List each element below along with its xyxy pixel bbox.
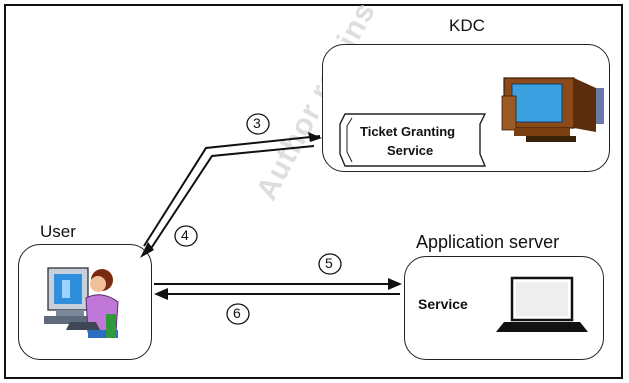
user-title: User: [40, 222, 76, 241]
ticket-granting-service-box: [339, 113, 487, 167]
tgs-label-line1: Ticket Granting: [360, 124, 456, 139]
step-6-label: 6: [233, 305, 241, 321]
user-at-computer-icon: [44, 267, 119, 338]
laptop-icon: [496, 276, 588, 332]
application-service-label: Service: [418, 296, 468, 312]
application-server-title: Application server: [416, 232, 560, 252]
step-5-circle: [318, 253, 342, 275]
step-4-label: 4: [181, 227, 189, 243]
tgs-label-line2: Service: [387, 143, 434, 158]
kdc-title: KDC: [449, 16, 485, 35]
step-3-label: 3: [253, 115, 261, 131]
step-3-circle: [246, 113, 270, 135]
step-4-circle: [174, 225, 198, 247]
step-5-label: 5: [325, 255, 333, 271]
step-6-circle: [226, 303, 250, 325]
kdc-computer-icon: [501, 77, 604, 142]
